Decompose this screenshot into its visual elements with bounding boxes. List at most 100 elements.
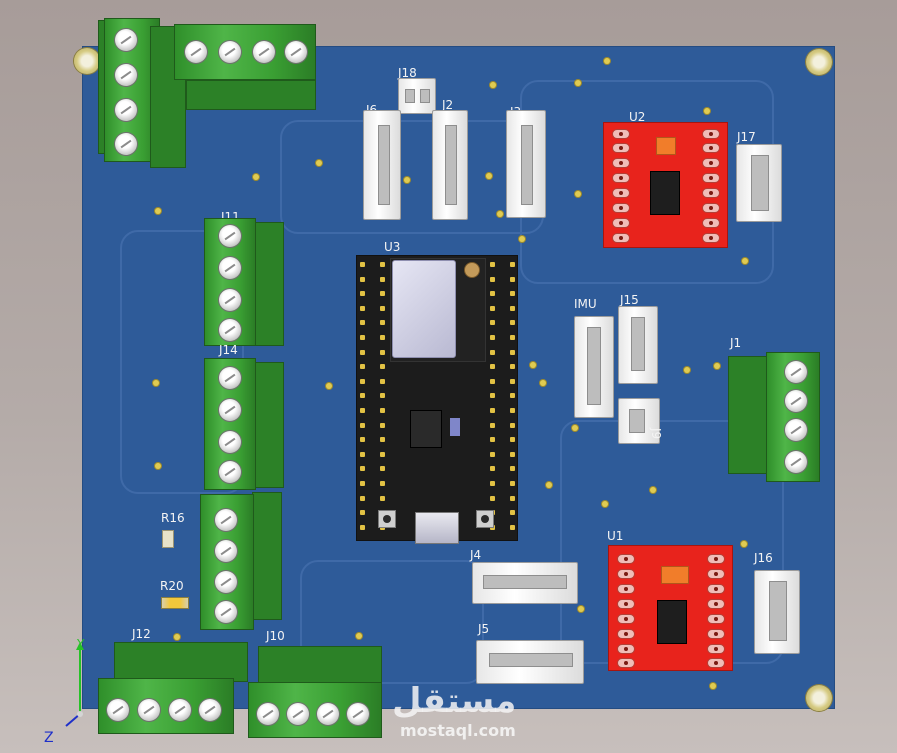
screw-terminal-icon[interactable]: [785, 419, 807, 441]
header-pin: [360, 451, 365, 457]
screw-terminal-icon[interactable]: [257, 703, 279, 725]
header-pin: [490, 305, 495, 311]
header-pin: [380, 466, 385, 472]
connector-j16[interactable]: [754, 570, 800, 654]
header-pin: [360, 364, 365, 370]
resistor-r20: [161, 597, 189, 609]
screw-terminal-icon[interactable]: [219, 257, 241, 279]
via: [519, 236, 525, 242]
watermark-latin: mostaql.com: [400, 721, 516, 740]
connector-j3[interactable]: [506, 110, 546, 218]
screw-terminal-icon[interactable]: [115, 133, 137, 155]
screw-terminal-icon[interactable]: [219, 431, 241, 453]
header-pin: [490, 466, 495, 472]
screw-terminal-icon[interactable]: [347, 703, 369, 725]
connector-j4[interactable]: [472, 562, 578, 604]
label-j15: J15: [620, 293, 639, 307]
screw-terminal-icon[interactable]: [785, 361, 807, 383]
connector-j18[interactable]: [398, 78, 436, 114]
screw-terminal-icon[interactable]: [219, 367, 241, 389]
header-pin: [360, 495, 365, 501]
header-pin: [360, 422, 365, 428]
header-pin: [360, 408, 365, 413]
screw-terminal-icon[interactable]: [219, 461, 241, 483]
header-pin: [510, 451, 515, 457]
connector-j9[interactable]: [618, 398, 660, 444]
label-j14: J14: [219, 343, 238, 357]
screw-terminal-icon[interactable]: [285, 41, 307, 63]
screw-terminal-icon[interactable]: [215, 509, 237, 531]
screw-terminal-icon[interactable]: [115, 99, 137, 121]
connector-j15[interactable]: [618, 306, 658, 384]
header-pin: [510, 291, 515, 297]
screw-terminal-icon[interactable]: [215, 601, 237, 623]
usb-port[interactable]: [415, 512, 459, 544]
via: [742, 258, 748, 264]
screw-terminal-icon[interactable]: [253, 41, 275, 63]
via: [326, 383, 332, 389]
screw-terminal-icon[interactable]: [215, 540, 237, 562]
via: [540, 380, 546, 386]
boot-button[interactable]: [378, 510, 396, 528]
header-pin: [360, 305, 365, 311]
header-pin: [380, 276, 385, 282]
via: [710, 683, 716, 689]
via: [486, 173, 492, 179]
via: [153, 380, 159, 386]
screw-terminal-icon[interactable]: [169, 699, 191, 721]
connector-j6[interactable]: [363, 110, 401, 220]
label-u2: U2: [629, 110, 646, 124]
header-pin: [380, 291, 385, 297]
header-pin: [380, 349, 385, 355]
screw-terminal-icon[interactable]: [115, 64, 137, 86]
screw-terminal-icon[interactable]: [115, 29, 137, 51]
screw-terminal-icon[interactable]: [138, 699, 160, 721]
screw-terminal-icon[interactable]: [219, 319, 241, 341]
screw-terminal-icon[interactable]: [287, 703, 309, 725]
motor-driver-u2: [603, 122, 728, 248]
driver-chip: [650, 171, 680, 215]
via: [650, 487, 656, 493]
header-pin: [490, 276, 495, 282]
connector-j5[interactable]: [476, 640, 584, 684]
terminal-block-j11: [204, 218, 256, 346]
terminal-block-side: [258, 646, 382, 686]
screw-terminal-icon[interactable]: [219, 41, 241, 63]
connector-j17[interactable]: [736, 144, 782, 222]
terminal-block: [174, 24, 316, 80]
screw-terminal-icon[interactable]: [785, 451, 807, 473]
screw-terminal-icon[interactable]: [107, 699, 129, 721]
terminal-block-j12: [98, 678, 234, 734]
screw-terminal-icon[interactable]: [785, 390, 807, 412]
screw-terminal-icon[interactable]: [219, 289, 241, 311]
screw-terminal-icon[interactable]: [199, 699, 221, 721]
via: [602, 501, 608, 507]
via: [497, 211, 503, 217]
label-j9: J9: [649, 428, 663, 440]
reset-button[interactable]: [476, 510, 494, 528]
screw-terminal-icon[interactable]: [317, 703, 339, 725]
header-pin: [490, 481, 495, 486]
regulator-chip: [410, 410, 442, 448]
label-u3: U3: [384, 240, 401, 254]
label-u1: U1: [607, 529, 624, 543]
header-pin: [490, 291, 495, 297]
screw-terminal-icon[interactable]: [219, 225, 241, 247]
header-pin: [360, 437, 365, 443]
via: [578, 606, 584, 612]
axis-z-label: Z: [44, 730, 54, 746]
label-j4: J4: [470, 548, 482, 562]
trace: [300, 560, 484, 684]
screw-terminal-icon[interactable]: [219, 399, 241, 421]
via: [572, 425, 578, 431]
connector-j2[interactable]: [432, 110, 468, 220]
screw-terminal-icon[interactable]: [215, 571, 237, 593]
header-pin: [360, 320, 365, 326]
terminal-block-j1: [766, 352, 820, 482]
antenna-connector: [464, 262, 480, 278]
connector-imu[interactable]: [574, 316, 614, 418]
screw-terminal-icon[interactable]: [185, 41, 207, 63]
label-j16: J16: [754, 551, 773, 565]
z-axis-line: [65, 713, 81, 727]
via: [155, 208, 161, 214]
